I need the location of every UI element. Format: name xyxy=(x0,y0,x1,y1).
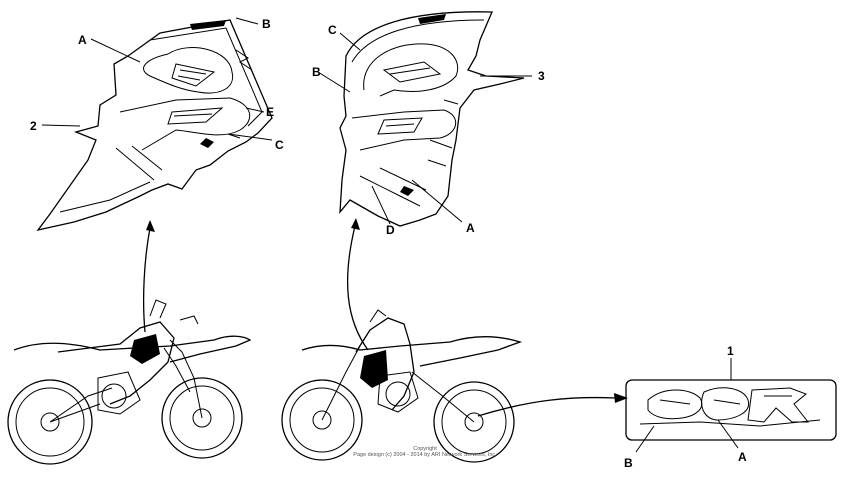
callout-left-a: A xyxy=(78,33,87,47)
copyright-line-2: Page design (c) 2004 - 2014 by ARI Netwo… xyxy=(353,452,497,458)
callout-emblem-b: B xyxy=(624,456,633,470)
callout-right-b: B xyxy=(312,65,321,79)
callout-right-3: 3 xyxy=(538,69,545,83)
right-motorcycle-icon xyxy=(281,309,523,463)
left-pointer-arrow-icon xyxy=(142,220,155,333)
callout-right-a: A xyxy=(466,221,475,235)
callout-right-c: C xyxy=(328,23,337,37)
callout-left-e: E xyxy=(266,105,274,119)
emblem-decal-icon xyxy=(625,379,837,441)
left-motorcycle-icon xyxy=(7,299,252,465)
left-decal-icon xyxy=(36,19,273,232)
right-decal-icon xyxy=(339,11,525,227)
callout-left-c: C xyxy=(275,138,284,152)
copyright-notice: Copyright Page design (c) 2004 - 2014 by… xyxy=(330,446,520,458)
copyright-line-1: Copyright xyxy=(413,446,437,452)
callout-emblem-a: A xyxy=(738,450,747,464)
callout-emblem-1: 1 xyxy=(727,344,734,358)
right-pointer-arrow-icon xyxy=(347,218,369,351)
callout-left-2: 2 xyxy=(30,119,37,133)
emblem-pointer-arrow-icon xyxy=(477,393,628,417)
callout-left-b: B xyxy=(262,17,271,31)
callout-right-d: D xyxy=(386,223,395,237)
